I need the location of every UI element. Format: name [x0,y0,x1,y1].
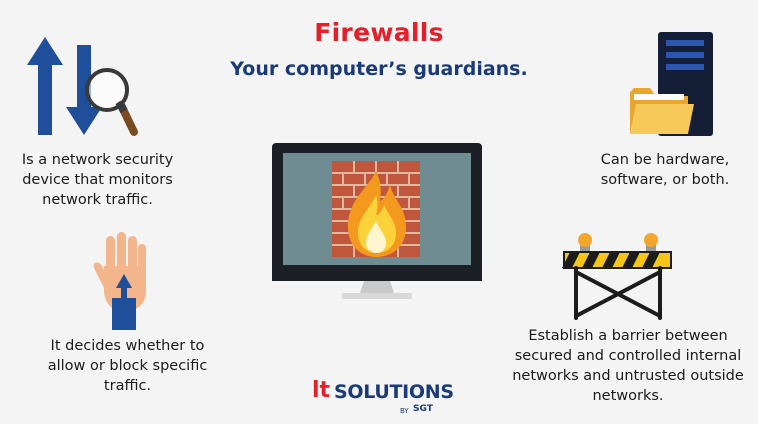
caption-line: network traffic. [42,192,153,208]
caption-line: Can be hardware, [600,152,730,168]
logo-by-text: BY [400,407,409,415]
caption-line: networks and untrusted outside [512,368,744,384]
caption-line: device that monitors [22,172,173,188]
caption-hardware: Can be hardware, software, or both. [580,150,750,190]
server-folder-icon [630,32,713,136]
logo-sgt-text: SGT [413,404,433,414]
logo-solutions-text: SOLUTIONS [334,381,454,403]
caption-line: Is a network security [21,152,174,168]
caption-barrier: Establish a barrier between secured and … [508,326,748,406]
page-subtitle: Your computer’s guardians. [230,58,528,80]
caption-line: secured and controlled internal [514,348,742,364]
monitor-firewall-icon [272,143,482,299]
logo-it-mark: lt [312,378,331,403]
caption-line: Establish a barrier between [528,328,728,344]
caption-monitor: Is a network security device that monito… [10,150,185,210]
caption-line: allow or block specific [47,358,208,374]
caption-line: networks. [592,388,664,404]
caption-line: traffic. [103,378,152,394]
company-logo: lt SOLUTIONS BY SGT [312,378,454,418]
arrows-magnifier-icon [27,37,138,136]
caption-line: It decides whether to [50,338,205,354]
caption-decide: It decides whether to allow or block spe… [30,336,225,396]
caption-line: software, or both. [600,172,730,188]
road-barrier-icon [562,233,672,320]
stop-hand-icon [93,232,146,330]
page-title: Firewalls [314,18,444,47]
